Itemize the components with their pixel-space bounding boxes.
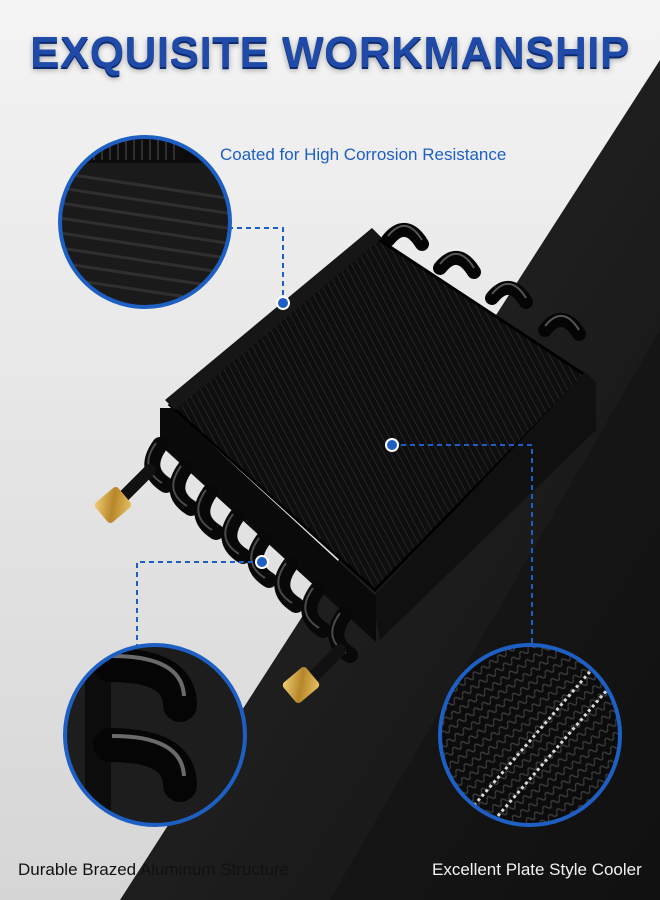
fin-closeup [58, 135, 232, 309]
headline: EXQUISITE WORKMANSHIP [30, 28, 630, 77]
plate-closeup [438, 643, 622, 827]
callout-structure: Durable Brazed Aluminum Structure [18, 860, 290, 879]
callout-corrosion: Coated for High Corrosion Resistance [220, 145, 507, 164]
callout-plate: Excellent Plate Style Cooler [432, 860, 642, 879]
tube-closeup [63, 643, 247, 827]
